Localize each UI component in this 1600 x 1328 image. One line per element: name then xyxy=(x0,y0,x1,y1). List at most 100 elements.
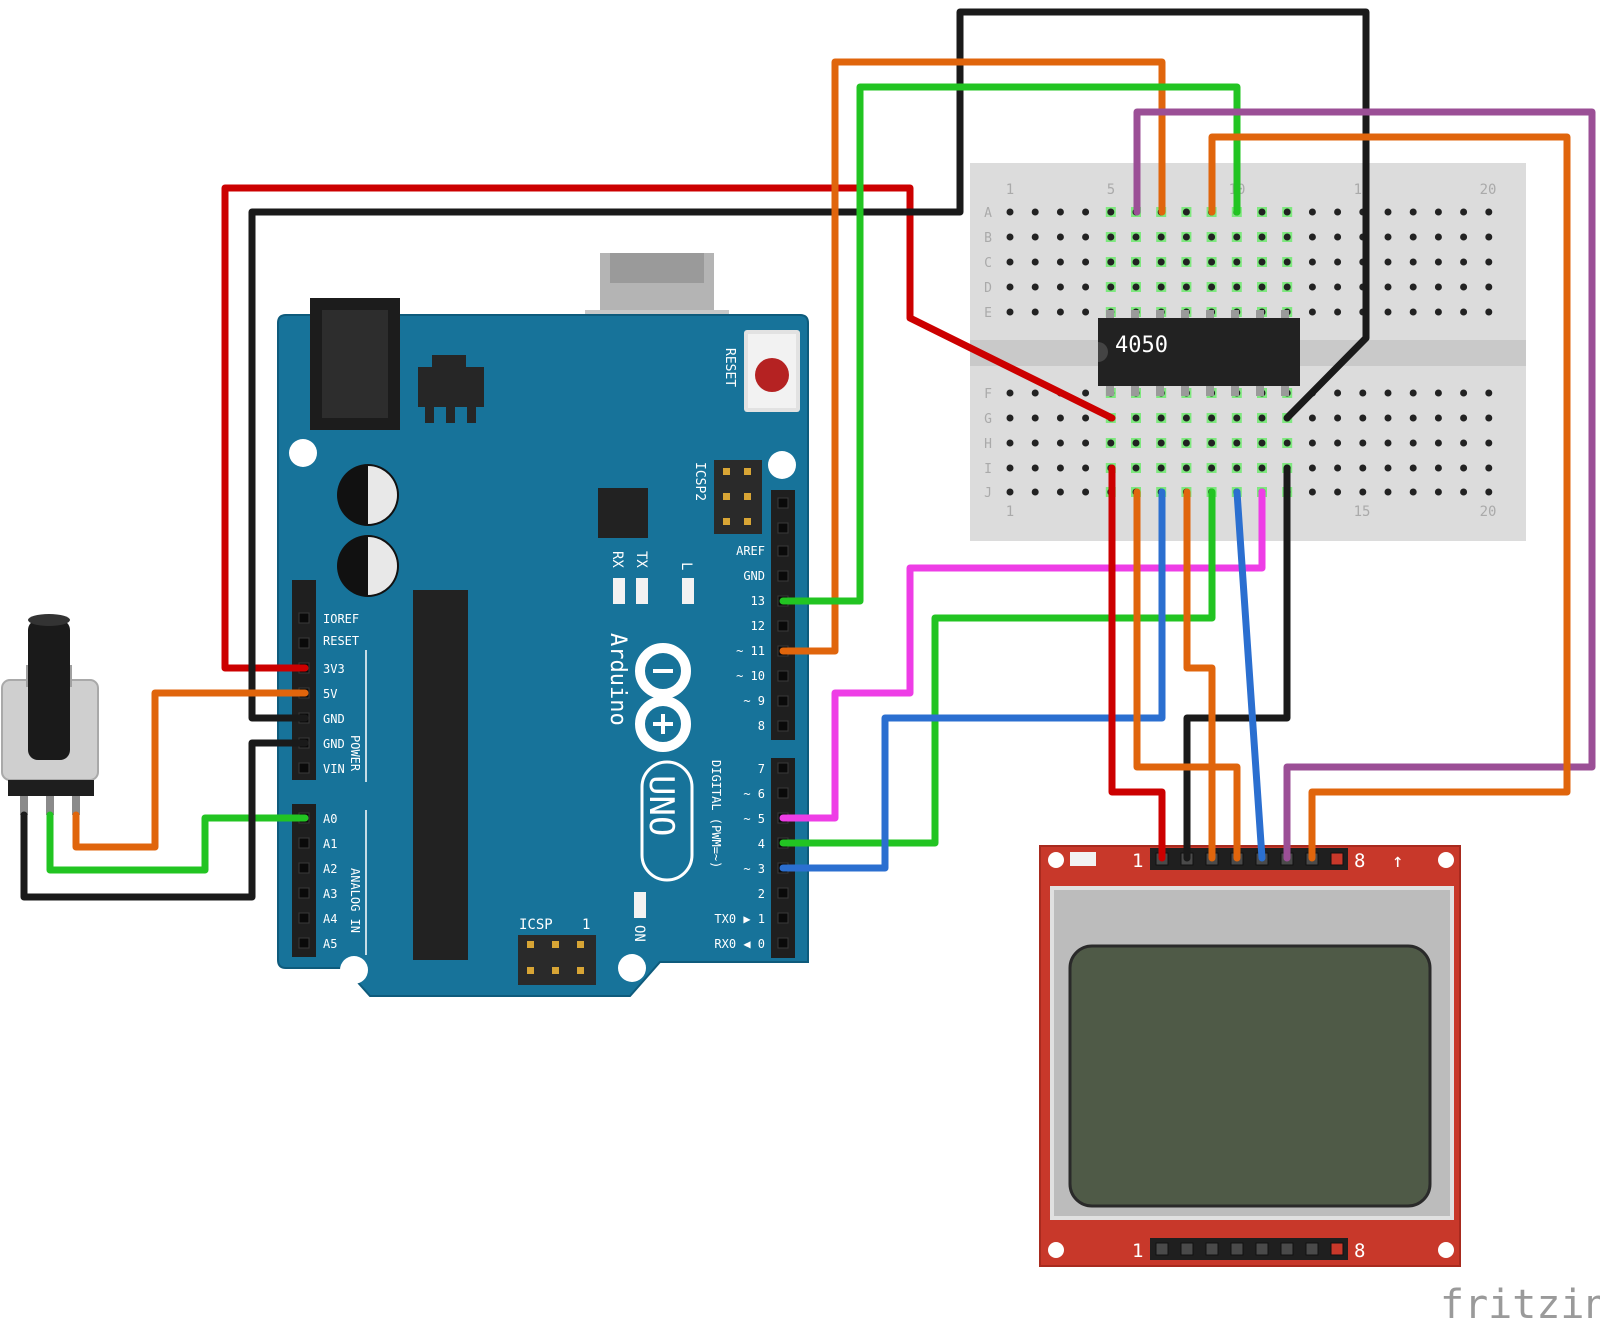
breadboard-hole xyxy=(1460,283,1468,291)
breadboard-hole xyxy=(1283,258,1291,266)
breadboard-hole xyxy=(1082,208,1090,216)
header-pin xyxy=(777,937,789,949)
col-number-bottom-20: 20 xyxy=(1480,504,1497,520)
breadboard-hole xyxy=(1082,488,1090,496)
header-pin xyxy=(777,570,789,582)
breadboard-hole xyxy=(1485,283,1493,291)
col-number-top-20: 20 xyxy=(1480,182,1497,198)
breadboard-hole xyxy=(1006,308,1014,316)
digital-title: DIGITAL (PWM=~) xyxy=(709,760,723,868)
ic-4050: 4050 xyxy=(1098,310,1300,396)
mounting-hole xyxy=(618,954,646,982)
breadboard-hole xyxy=(1485,208,1493,216)
breadboard-hole xyxy=(1485,488,1493,496)
header-pin xyxy=(298,762,310,774)
breadboard-hole xyxy=(1157,414,1165,422)
lcd-mounting-hole xyxy=(1438,1242,1454,1258)
mounting-hole xyxy=(340,956,368,984)
breadboard-hole xyxy=(1460,233,1468,241)
breadboard-hole xyxy=(1056,439,1064,447)
icsp2-header: ICSP2 xyxy=(692,460,762,534)
power-title: POWER xyxy=(348,735,362,772)
breadboard-hole xyxy=(1006,464,1014,472)
lcd-top-pin-first: 1 xyxy=(1132,850,1143,872)
breadboard-hole xyxy=(1283,283,1291,291)
breadboard-hole xyxy=(1359,389,1367,397)
col-number-bottom-1: 1 xyxy=(1006,504,1014,520)
breadboard-hole xyxy=(1031,208,1039,216)
breadboard-hole xyxy=(1384,439,1392,447)
breadboard-hole xyxy=(1384,414,1392,422)
breadboard-hole xyxy=(1082,439,1090,447)
pin-label-gnd-1: GND xyxy=(323,712,345,726)
breadboard-hole xyxy=(1434,488,1442,496)
breadboard-hole xyxy=(1485,389,1493,397)
lcd-pin xyxy=(1230,1242,1244,1256)
breadboard-hole xyxy=(1334,208,1342,216)
lcd-bottom-pin-last: 8 xyxy=(1354,1240,1365,1262)
breadboard-hole xyxy=(1132,414,1140,422)
led-l-label: L xyxy=(678,562,694,570)
breadboard-hole xyxy=(1460,389,1468,397)
usb-chip xyxy=(598,488,648,538)
breadboard-hole xyxy=(1460,488,1468,496)
breadboard-hole xyxy=(1107,439,1115,447)
pin-label-gnd-d: GND xyxy=(743,569,765,583)
breadboard-row-label: A xyxy=(984,206,992,221)
capacitor-2 xyxy=(337,535,399,597)
wire-black-gnd-top xyxy=(248,8,1370,722)
header-pin xyxy=(298,612,310,624)
breadboard-hole xyxy=(1031,308,1039,316)
breadboard-hole xyxy=(1258,464,1266,472)
breadboard-hole xyxy=(1006,258,1014,266)
breadboard-hole xyxy=(1031,439,1039,447)
lcd-mounting-hole xyxy=(1048,1242,1064,1258)
col-number-top-5: 5 xyxy=(1107,182,1115,198)
wire-blue-pin3 xyxy=(779,488,1166,872)
breadboard-hole xyxy=(1334,389,1342,397)
breadboard-hole xyxy=(1384,464,1392,472)
breadboard-hole xyxy=(1409,464,1417,472)
breadboard-hole xyxy=(1233,283,1241,291)
breadboard-hole xyxy=(1233,233,1241,241)
breadboard-hole xyxy=(1031,258,1039,266)
breadboard-hole xyxy=(1082,283,1090,291)
breadboard-hole xyxy=(1409,414,1417,422)
pin-label-7: 7 xyxy=(758,762,765,776)
microcontroller-chip xyxy=(413,590,468,960)
breadboard-hole xyxy=(1006,414,1014,422)
breadboard-hole xyxy=(1182,414,1190,422)
breadboard-hole xyxy=(1258,414,1266,422)
breadboard-hole xyxy=(1157,233,1165,241)
breadboard-hole xyxy=(1208,414,1216,422)
arduino-logo-icon: Arduino xyxy=(605,633,691,752)
led-on xyxy=(634,892,646,918)
breadboard-hole xyxy=(1107,233,1115,241)
breadboard-hole xyxy=(1460,464,1468,472)
header-pin xyxy=(298,862,310,874)
lcd-pin xyxy=(1330,852,1344,866)
uno-badge: UNO xyxy=(640,760,694,882)
led-on-label: ON xyxy=(631,925,647,942)
breadboard-row-label: E xyxy=(984,306,992,321)
breadboard-hole xyxy=(1308,439,1316,447)
lcd-pin xyxy=(1155,1242,1169,1256)
breadboard-hole xyxy=(1208,283,1216,291)
breadboard-hole xyxy=(1208,464,1216,472)
header-pin xyxy=(298,912,310,924)
breadboard-hole xyxy=(1384,283,1392,291)
wire-black-lcd2 xyxy=(1183,464,1291,862)
col-number-bottom-15: 15 xyxy=(1354,504,1371,520)
breadboard-hole xyxy=(1132,439,1140,447)
breadboard-hole xyxy=(1434,414,1442,422)
breadboard-hole xyxy=(1056,488,1064,496)
breadboard-hole xyxy=(1258,283,1266,291)
breadboard-hole xyxy=(1485,233,1493,241)
lcd-pin xyxy=(1305,1242,1319,1256)
lcd-bottom-pin-first: 1 xyxy=(1132,1240,1143,1262)
breadboard-hole xyxy=(1308,308,1316,316)
breadboard-hole xyxy=(1006,488,1014,496)
breadboard-hole xyxy=(1409,308,1417,316)
breadboard-hole xyxy=(1334,233,1342,241)
